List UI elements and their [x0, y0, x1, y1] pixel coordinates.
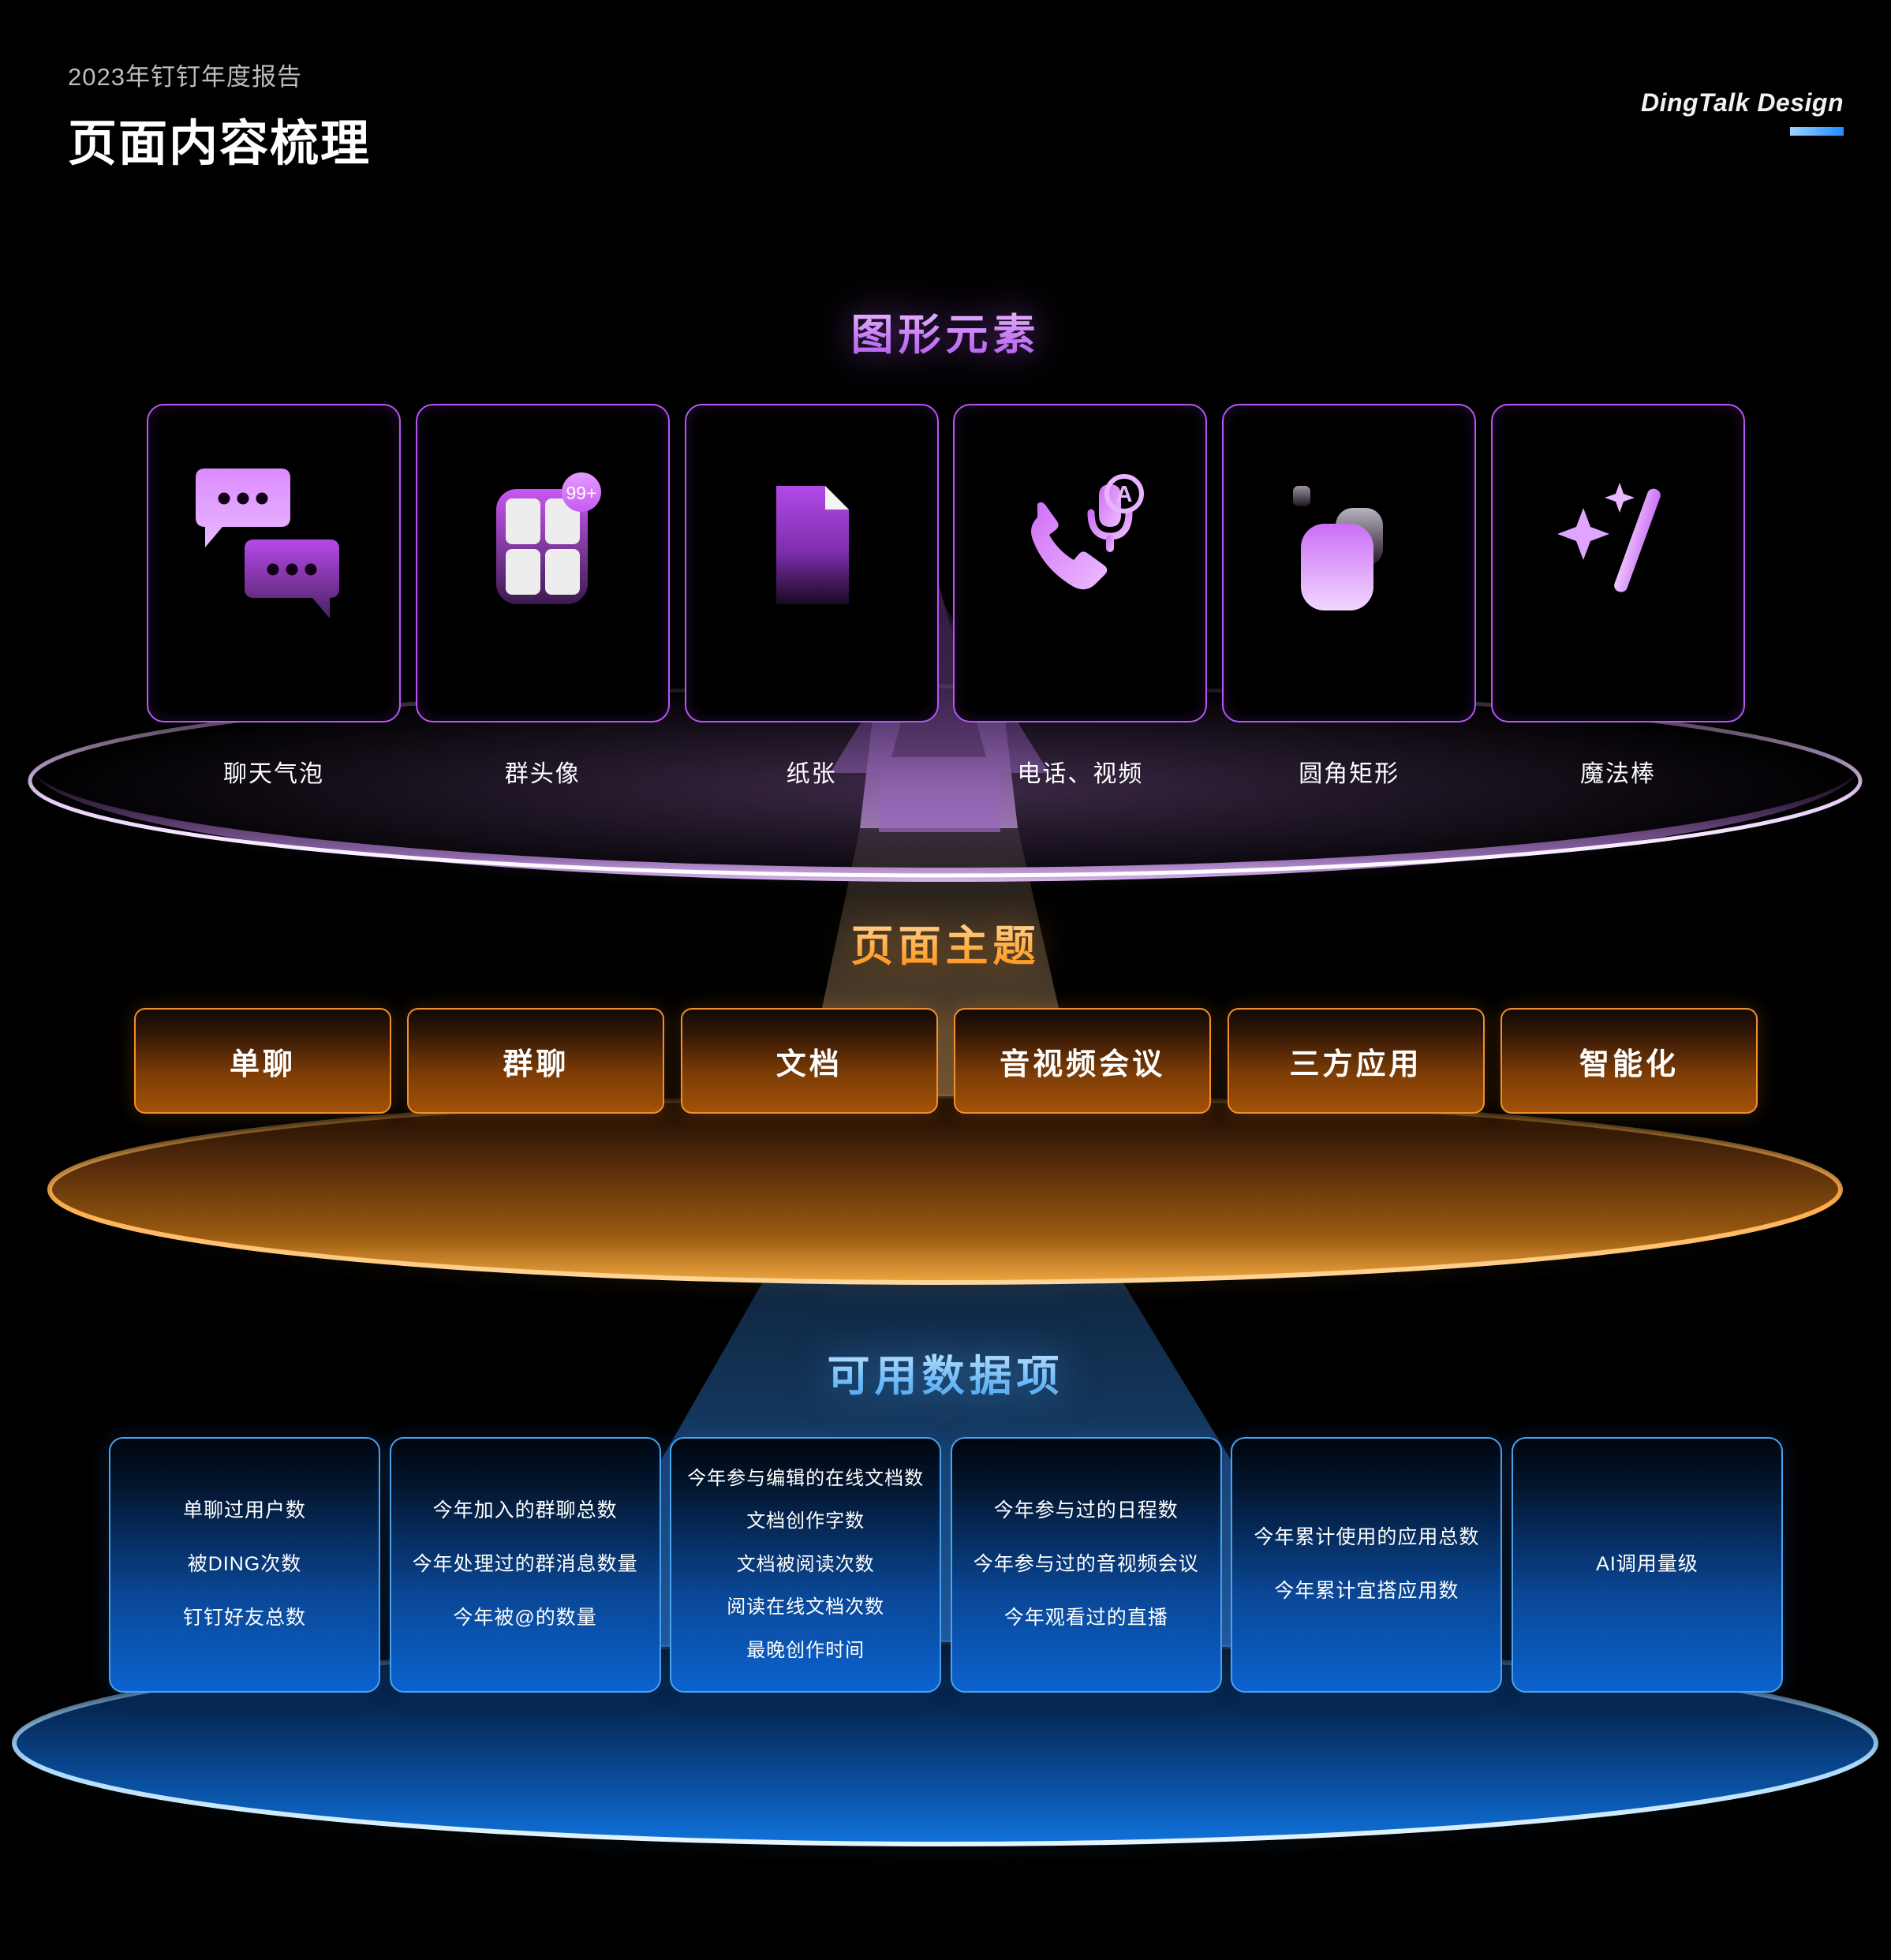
chat-bubbles-icon [148, 467, 399, 625]
paper-document-icon [686, 467, 937, 625]
graphic-card-label: 纸张 [786, 761, 837, 787]
data-card-single-chat[interactable]: 单聊过用户数 被DING次数 钉钉好友总数 [109, 1437, 380, 1693]
graphic-card-paper[interactable]: 纸张 [684, 404, 939, 787]
graphic-card-label: 圆角矩形 [1299, 761, 1400, 787]
graphic-card-rounded-rect[interactable]: 圆角矩形 [1222, 404, 1477, 787]
theme-button-single-chat[interactable]: 单聊 [134, 1008, 391, 1114]
group-avatar-badge-text: 99+ [566, 483, 596, 503]
data-item: 今年加入的群聊总数 [432, 1499, 618, 1522]
theme-button-document[interactable]: 文档 [680, 1008, 938, 1114]
data-item: 今年处理过的群消息数量 [412, 1553, 638, 1576]
theme-button-group-chat[interactable]: 群聊 [407, 1008, 665, 1114]
data-item: 阅读在线文档次数 [727, 1596, 885, 1618]
data-item: 今年观看过的直播 [1003, 1606, 1168, 1629]
rounded-rect-icon [1224, 467, 1474, 625]
data-item: 今年参与过的日程数 [993, 1499, 1179, 1522]
data-item-card-row: 单聊过用户数 被DING次数 钉钉好友总数 今年加入的群聊总数 今年处理过的群消… [109, 1437, 1783, 1693]
graphic-card-group-avatar[interactable]: 99+ 群头像 [415, 404, 670, 787]
graphic-card-label: 聊天气泡 [223, 761, 324, 787]
data-item: 今年参与过的音视频会议 [973, 1553, 1199, 1576]
data-item: 被DING次数 [187, 1553, 302, 1576]
data-item: 钉钉好友总数 [182, 1606, 306, 1629]
theme-button-av-meeting[interactable]: 音视频会议 [954, 1008, 1212, 1114]
data-card-av-meeting[interactable]: 今年参与过的日程数 今年参与过的音视频会议 今年观看过的直播 [950, 1437, 1222, 1693]
magic-wand-icon [1493, 467, 1743, 625]
page-title: 页面内容梳理 [68, 117, 372, 171]
data-card-group-chat[interactable]: 今年加入的群聊总数 今年处理过的群消息数量 今年被@的数量 [389, 1437, 661, 1693]
svg-text:A: A [1116, 482, 1133, 507]
brand-name: DingTalk Design [1640, 88, 1844, 117]
data-item: AI调用量级 [1596, 1553, 1699, 1576]
data-item: 今年被@的数量 [453, 1606, 597, 1629]
graphic-card-phone-video[interactable]: A 电话、视频 [953, 404, 1208, 787]
section-title-data-items: 可用数据项 [0, 1341, 1891, 1403]
header-subtitle: 2023年钉钉年度报告 [68, 63, 302, 91]
theme-button-row: 单聊 群聊 文档 音视频会议 三方应用 智能化 [134, 1008, 1758, 1114]
section-title-graphics: 图形元素 [0, 300, 1891, 362]
phone-microphone-icon: A [955, 467, 1205, 625]
data-item: 最晚创作时间 [746, 1639, 865, 1661]
graphic-element-card-row: 聊天气泡 [147, 404, 1745, 787]
data-card-document[interactable]: 今年参与编辑的在线文档数 文档创作字数 文档被阅读次数 阅读在线文档次数 最晚创… [670, 1437, 942, 1693]
graphic-card-magic-wand[interactable]: 魔法棒 [1490, 404, 1745, 787]
graphic-card-label: 电话、视频 [1017, 761, 1144, 787]
theme-button-third-party-app[interactable]: 三方应用 [1227, 1008, 1485, 1114]
section-title-themes: 页面主题 [0, 911, 1891, 973]
data-item: 今年参与编辑的在线文档数 [687, 1468, 925, 1490]
theme-button-intelligence[interactable]: 智能化 [1500, 1008, 1758, 1114]
brand-mark: DingTalk Design [1641, 88, 1844, 136]
brand-accent-bar [1790, 127, 1844, 136]
graphic-card-chat-bubbles[interactable]: 聊天气泡 [147, 404, 401, 787]
graphic-card-label: 群头像 [504, 761, 581, 787]
page-header: 2023年钉钉年度报告 页面内容梳理 [68, 57, 371, 174]
data-item: 今年累计使用的应用总数 [1254, 1526, 1480, 1549]
data-item: 文档创作字数 [746, 1510, 865, 1533]
graphic-card-label: 魔法棒 [1579, 761, 1656, 787]
data-item: 文档被阅读次数 [736, 1553, 875, 1575]
data-card-ai[interactable]: AI调用量级 [1511, 1437, 1783, 1693]
data-card-third-party-app[interactable]: 今年累计使用的应用总数 今年累计宜搭应用数 [1231, 1437, 1503, 1693]
data-item: 单聊过用户数 [182, 1499, 306, 1522]
group-avatar-icon: 99+ [417, 467, 668, 625]
data-item: 今年累计宜搭应用数 [1274, 1580, 1459, 1602]
